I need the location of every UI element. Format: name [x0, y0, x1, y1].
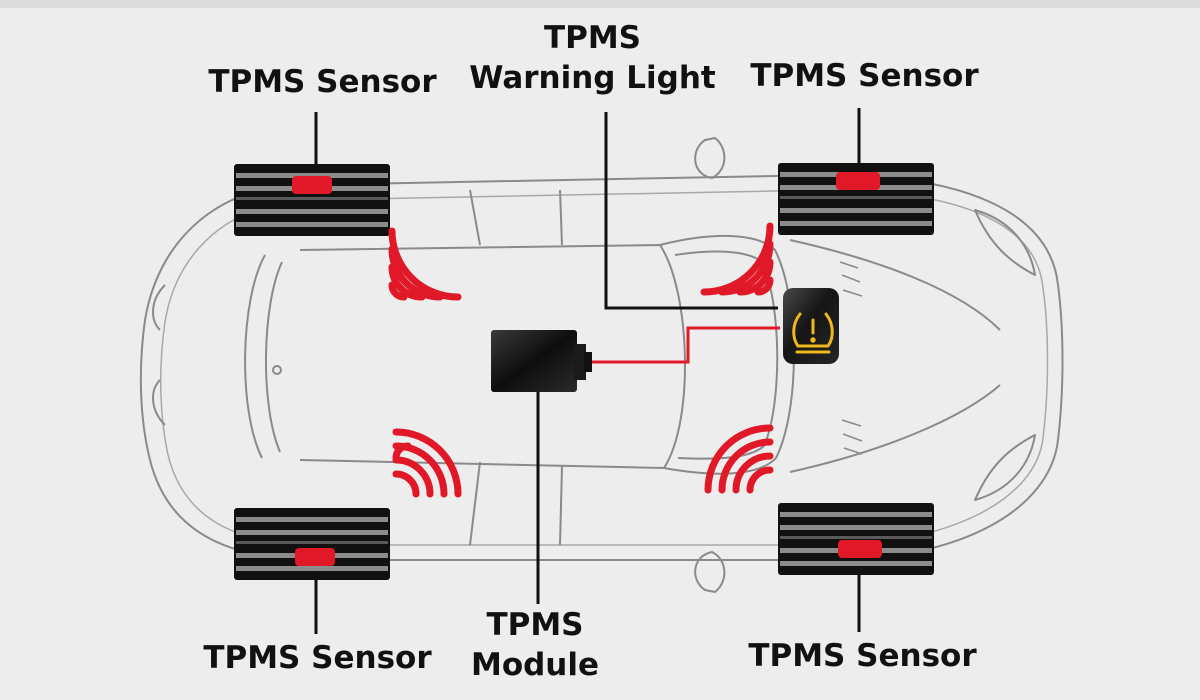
top-strip [0, 0, 1200, 8]
sensor-rear-right [838, 540, 882, 558]
headlight-top [974, 209, 1036, 276]
label-warning-light-line2: Warning Light [469, 60, 716, 96]
car-body-inner [159, 189, 1049, 546]
tire-pressure-warning-icon [792, 312, 834, 354]
door-line-bottom [469, 461, 563, 546]
leader-warning-light [604, 112, 778, 310]
wire-module-to-light [592, 326, 780, 364]
signal-front-left [388, 227, 462, 301]
sensor-pads [292, 172, 882, 566]
label-sensor-rear-right: TPMS Sensor [748, 638, 977, 674]
windshield [659, 234, 795, 475]
tire-rear-left [234, 508, 390, 580]
door-line-top [469, 189, 563, 246]
label-warning-light-line1: TPMS [543, 20, 642, 56]
signal-rear-left [392, 428, 462, 498]
label-warning-light: TPMS Warning Light [455, 18, 730, 98]
leader-lines [314, 108, 861, 634]
mirror-bottom [694, 551, 726, 593]
roof [299, 244, 686, 469]
label-module-line2: Module [470, 647, 600, 683]
tire-front-left [234, 164, 390, 236]
mirror-top [694, 137, 726, 179]
tpms-module [491, 330, 592, 392]
tire-rear-right [778, 503, 934, 575]
rear-window [244, 254, 266, 459]
signal-front-right [700, 222, 774, 296]
signal-rear-right [704, 424, 774, 494]
label-sensor-front-right: TPMS Sensor [750, 58, 979, 94]
hood [789, 239, 1001, 331]
label-sensor-rear-left: TPMS Sensor [203, 640, 432, 676]
sensor-rear-left [295, 548, 335, 566]
sensor-front-right [836, 172, 880, 190]
headlight-bottom [974, 434, 1036, 501]
tpms-warning-light [783, 288, 839, 364]
label-module-line1: TPMS [486, 607, 584, 643]
sensor-front-left [292, 176, 332, 194]
label-sensor-front-left: TPMS Sensor [208, 64, 437, 100]
label-module: TPMS Module [445, 605, 625, 685]
signal-arcs [388, 222, 774, 498]
